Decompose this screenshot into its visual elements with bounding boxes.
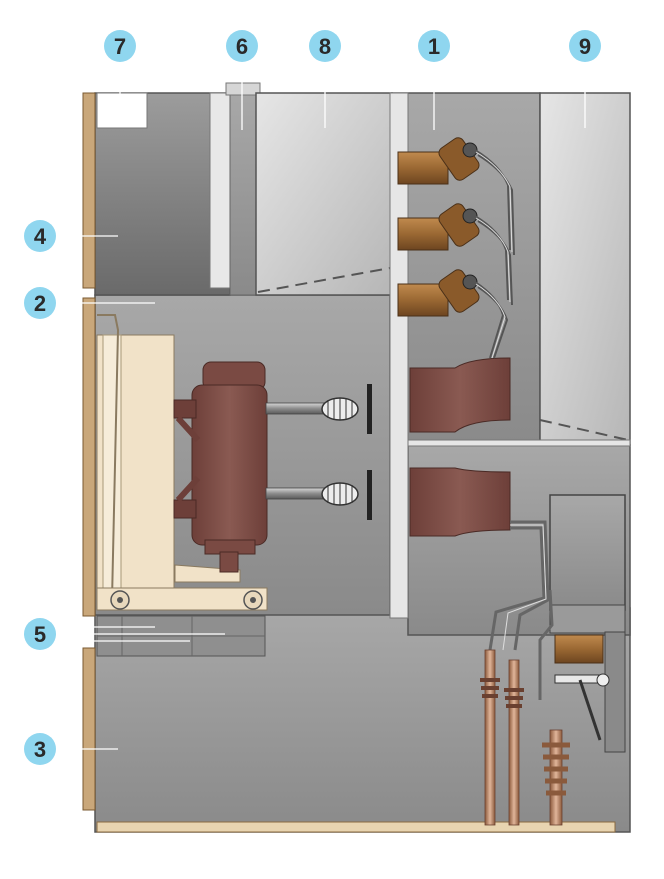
compartment-8-dashed-line	[257, 267, 391, 293]
floor-plate	[96, 821, 616, 833]
front-doors	[82, 92, 96, 811]
contact-rod-upper	[265, 402, 325, 415]
breaker-pole-body	[191, 384, 268, 546]
current-transformer	[549, 494, 626, 611]
callout-9: 9	[569, 30, 601, 62]
cable-termination-equipment	[480, 494, 626, 826]
cable-pin-2	[504, 659, 524, 826]
duct-cap	[225, 82, 261, 96]
tulip-lower-lines	[327, 483, 353, 505]
callout-3: 3	[24, 733, 56, 765]
earthing-switch-insulator	[554, 634, 604, 664]
lower-conductors	[488, 520, 554, 700]
breaker-handle	[97, 314, 120, 601]
callout-3-label: 3	[34, 737, 46, 762]
breaker-base	[96, 587, 268, 611]
circuit-breaker-truck	[96, 314, 372, 611]
callout-1: 1	[418, 30, 450, 62]
bushing-1	[397, 137, 480, 185]
busbar-compartment-8	[255, 92, 393, 296]
auxiliary-box-7	[96, 92, 148, 129]
breaker-arm-lower	[173, 499, 197, 519]
tulip-upper-lines	[327, 398, 353, 420]
breaker-insulator-stem	[219, 551, 239, 573]
pressure-duct-6	[229, 92, 257, 296]
door-lower	[82, 647, 96, 811]
door-upper	[82, 92, 96, 289]
breaker-x-brace	[175, 415, 201, 503]
earthing-switch-pivot	[596, 673, 610, 687]
callout-5-label: 5	[34, 622, 46, 647]
lv-inner-frame	[209, 92, 231, 289]
bushing-3	[397, 269, 480, 317]
callout-2-label: 2	[34, 291, 46, 316]
leader-lines	[55, 60, 586, 750]
spout-lower	[409, 467, 511, 537]
ct-base	[549, 604, 626, 634]
horizontal-partition	[407, 439, 631, 447]
callout-7: 7	[104, 30, 136, 62]
busbar-bushings	[397, 137, 515, 359]
callout-6-label: 6	[236, 34, 248, 59]
callout-8-label: 8	[319, 34, 331, 59]
callout-9-label: 9	[579, 34, 591, 59]
busbar-conductors-light	[475, 151, 513, 359]
earthing-switch-blade	[554, 674, 601, 684]
door-middle	[82, 297, 96, 617]
shutter-lower	[367, 470, 372, 520]
earthing-switch-arm	[578, 679, 602, 741]
spout-upper	[409, 357, 511, 433]
breaker-arm-upper	[173, 399, 197, 419]
compartment-9-dashed-line	[539, 419, 629, 441]
callout-6: 6	[226, 30, 258, 62]
wheel-right-hub	[250, 597, 256, 603]
callout-5: 5	[24, 618, 56, 650]
callout-4-label: 4	[34, 224, 47, 249]
callout-4: 4	[24, 220, 56, 252]
earthing-switch-frame	[604, 631, 626, 753]
wheel-left-hub	[117, 597, 123, 603]
compartment-9	[539, 92, 631, 446]
contact-spouts	[409, 357, 511, 537]
callout-7-label: 7	[114, 34, 126, 59]
shutter-upper	[367, 384, 372, 434]
callout-1-label: 1	[428, 34, 440, 59]
contact-rod-lower	[265, 487, 325, 500]
base-block-dividers	[97, 616, 265, 656]
callouts: 7 6 8 1 9 4 2 5	[24, 30, 601, 765]
bushing-2	[397, 203, 480, 251]
surge-arrester	[542, 729, 570, 826]
callout-8: 8	[309, 30, 341, 62]
enclosure	[94, 82, 631, 833]
cable-pin-1	[480, 649, 500, 826]
base-frame-5	[96, 615, 266, 657]
lower-conductors-light	[502, 524, 547, 651]
callout-2: 2	[24, 287, 56, 319]
